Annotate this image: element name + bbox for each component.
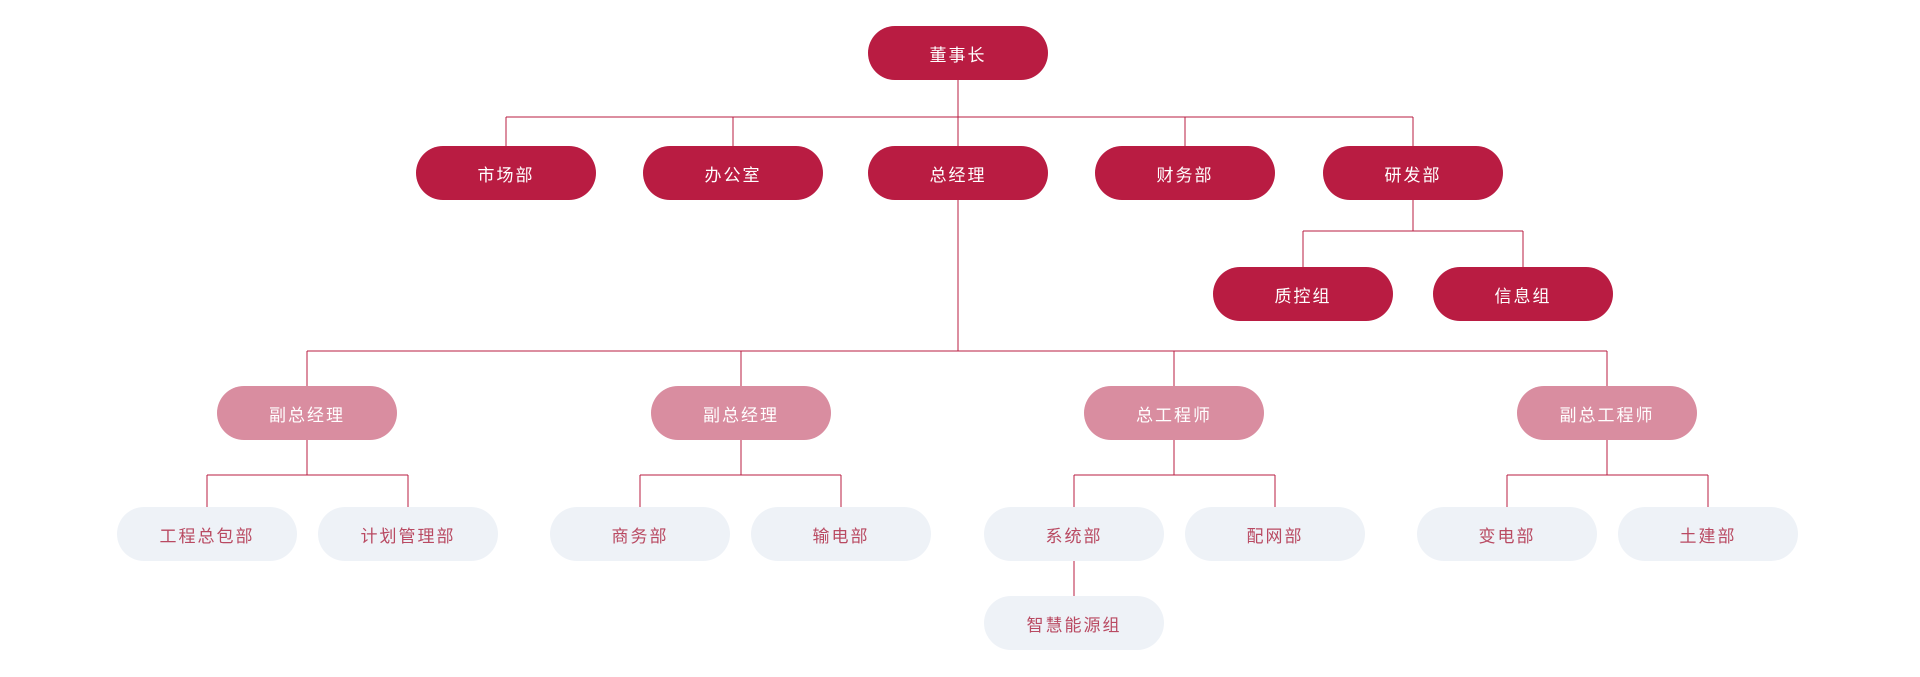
org-node-label: 总经理 (929, 165, 987, 185)
org-node-transmission-dept[interactable]: 输电部 (751, 507, 931, 561)
org-node-label: 副总工程师 (1559, 405, 1655, 425)
org-node-civil-dept[interactable]: 土建部 (1618, 507, 1798, 561)
org-node-label: 总工程师 (1136, 405, 1212, 425)
org-node-system-dept[interactable]: 系统部 (984, 507, 1164, 561)
org-node-smart-energy-group[interactable]: 智慧能源组 (984, 596, 1164, 650)
org-node-label: 副总经理 (703, 405, 779, 425)
org-node-planning-dept[interactable]: 计划管理部 (318, 507, 498, 561)
org-node-label: 研发部 (1384, 165, 1442, 185)
org-node-label: 信息组 (1494, 286, 1552, 306)
org-node-general-manager[interactable]: 总经理 (868, 146, 1048, 200)
org-node-chief-engineer[interactable]: 总工程师 (1084, 386, 1264, 440)
org-node-label: 副总经理 (269, 405, 345, 425)
org-node-qc-group[interactable]: 质控组 (1213, 267, 1393, 321)
org-node-distribution-dept[interactable]: 配网部 (1185, 507, 1365, 561)
org-node-commerce-dept[interactable]: 商务部 (550, 507, 730, 561)
org-node-epc-dept[interactable]: 工程总包部 (117, 507, 297, 561)
org-node-label: 质控组 (1274, 286, 1332, 306)
org-node-finance-dept[interactable]: 财务部 (1095, 146, 1275, 200)
org-node-label: 系统部 (1045, 526, 1103, 546)
org-node-rnd-dept[interactable]: 研发部 (1323, 146, 1503, 200)
org-node-office[interactable]: 办公室 (643, 146, 823, 200)
org-node-deputy-gm-2[interactable]: 副总经理 (651, 386, 831, 440)
org-node-label: 办公室 (704, 165, 762, 185)
org-node-deputy-gm-1[interactable]: 副总经理 (217, 386, 397, 440)
org-node-label: 董事长 (929, 45, 987, 65)
org-node-label: 商务部 (611, 526, 669, 546)
org-node-info-group[interactable]: 信息组 (1433, 267, 1613, 321)
org-node-label: 工程总包部 (159, 526, 255, 546)
org-node-label: 财务部 (1156, 165, 1214, 185)
org-node-deputy-chief-engineer[interactable]: 副总工程师 (1517, 386, 1697, 440)
org-node-label: 计划管理部 (360, 526, 456, 546)
org-node-label: 智慧能源组 (1026, 615, 1122, 635)
org-node-substation-dept[interactable]: 变电部 (1417, 507, 1597, 561)
org-node-marketing-dept[interactable]: 市场部 (416, 146, 596, 200)
org-node-label: 变电部 (1478, 526, 1536, 546)
org-node-label: 市场部 (477, 165, 535, 185)
org-node-label: 配网部 (1246, 526, 1304, 546)
org-node-label: 土建部 (1679, 526, 1737, 546)
org-node-label: 输电部 (812, 526, 870, 546)
org-node-chairman[interactable]: 董事长 (868, 26, 1048, 80)
